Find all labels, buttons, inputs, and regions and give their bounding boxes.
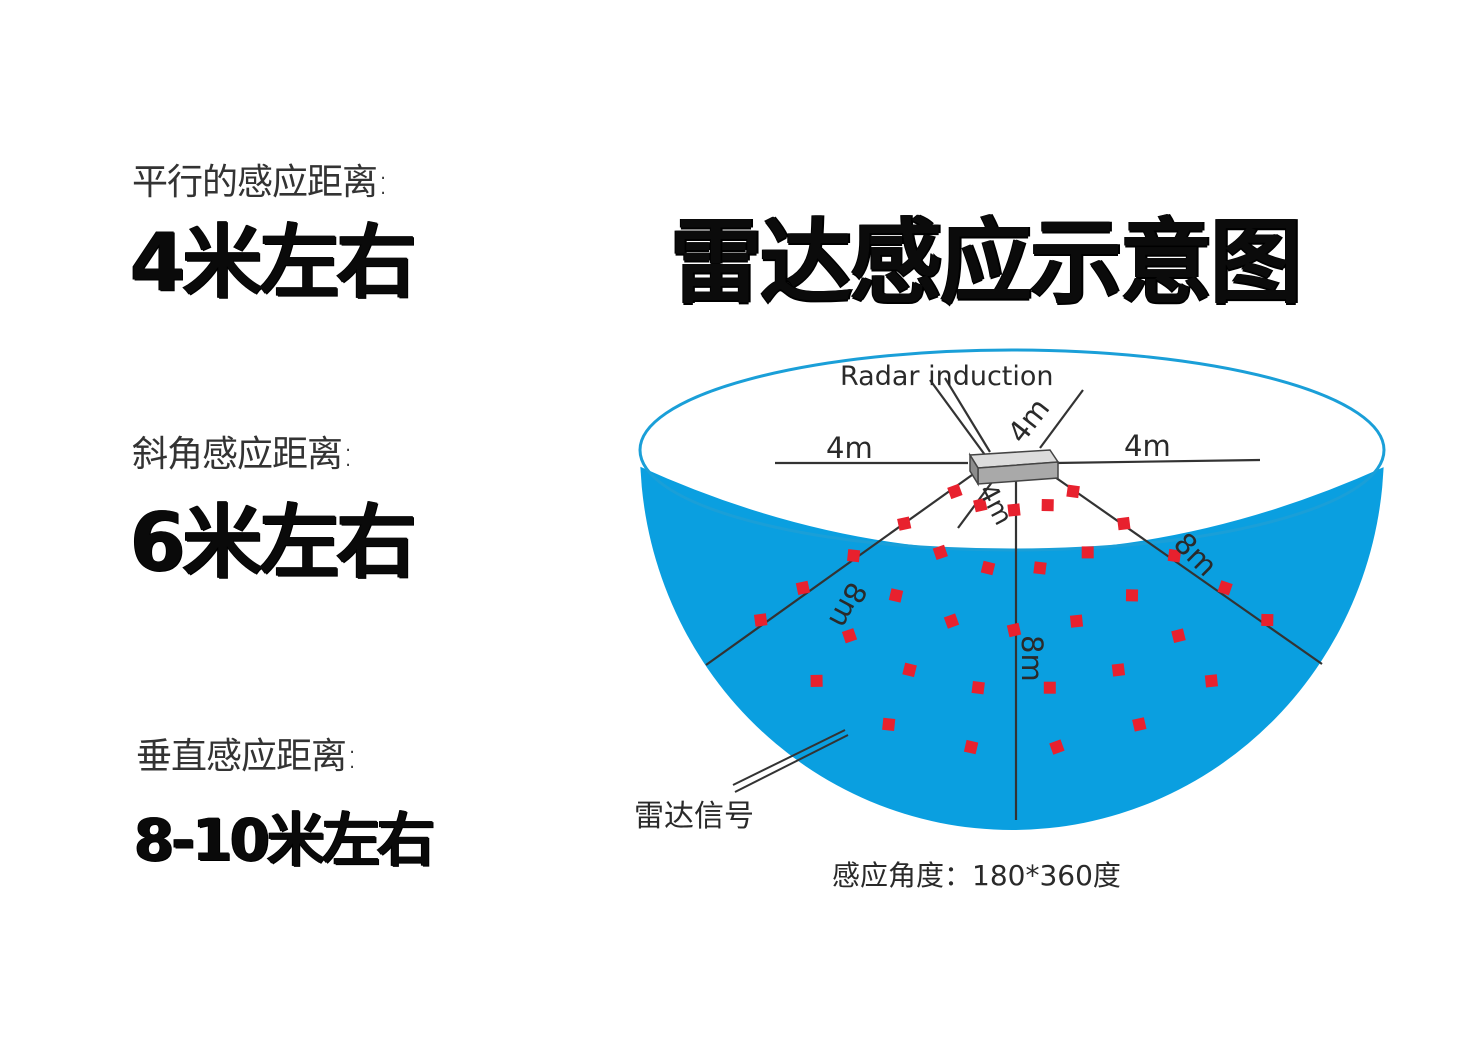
line-back — [1039, 389, 1084, 449]
signal-dot — [1033, 561, 1047, 575]
signal-dot — [1111, 663, 1126, 677]
signal-dot — [980, 560, 996, 576]
signal-dot — [1069, 614, 1084, 628]
signal-dot — [795, 580, 811, 596]
signal-dot — [1204, 674, 1218, 688]
radar-signal-dots — [753, 483, 1274, 755]
distance-lines — [705, 377, 1323, 820]
spec-parallel-value: 4米左右 — [130, 216, 417, 309]
sensor-label: Radar induction — [840, 361, 1054, 392]
signal-dot — [1043, 681, 1056, 694]
line-down-right — [1051, 474, 1323, 665]
bowl-rim — [638, 348, 1386, 552]
signal-dot — [810, 674, 823, 688]
signal-dot — [947, 483, 963, 500]
signal-label: 雷达信号 — [634, 799, 754, 834]
signal-dot — [1167, 548, 1182, 563]
signal-dot — [963, 739, 979, 755]
signal-dot — [902, 662, 917, 678]
signal-pointer — [732, 729, 849, 793]
page-title: 雷达感应示意图 — [670, 209, 1302, 316]
signal-dot — [1049, 739, 1065, 755]
signal-dot — [1007, 503, 1021, 517]
line-sensor-pointer-2 — [944, 377, 991, 453]
signal-dot — [888, 588, 904, 603]
signal-dot — [1132, 717, 1147, 732]
signal-dot — [841, 628, 858, 644]
spec-vertical-label: 垂直感应距离: — [136, 736, 358, 777]
signal-dot — [932, 544, 948, 561]
signal-dot — [1006, 622, 1022, 638]
spec-vertical-value: 8-10米左右 — [134, 806, 435, 874]
radar-sensor — [968, 449, 1060, 487]
signal-dot — [973, 497, 988, 513]
distance-label-right: 4m — [1124, 429, 1171, 463]
spec-parallel-label: 平行的感应距离: — [132, 162, 389, 203]
line-down-left — [705, 474, 973, 666]
signal-dot — [1081, 546, 1094, 559]
distance-label-down-center: 8m — [1015, 635, 1049, 682]
signal-dot — [971, 681, 985, 695]
spec-diagonal-value: 6米左右 — [130, 496, 417, 589]
signal-dot — [1261, 613, 1274, 627]
signal-dot — [753, 613, 768, 627]
distance-label-left: 4m — [826, 431, 873, 465]
signal-dot — [897, 516, 912, 531]
line-horizontal-right — [1054, 458, 1261, 465]
angle-caption: 感应角度：180*360度 — [832, 859, 1121, 892]
signal-dot — [1041, 498, 1054, 512]
distance-label-back: 4m — [1001, 392, 1057, 450]
spec-diagonal-label: 斜角感应距离: — [132, 434, 354, 475]
signal-dot — [1125, 589, 1139, 602]
signal-dot — [943, 613, 960, 629]
signal-dot — [882, 717, 896, 731]
signal-dot — [1217, 580, 1233, 596]
signal-dot — [1066, 484, 1080, 499]
line-sensor-pointer — [929, 379, 986, 456]
signal-dot — [847, 549, 861, 563]
signal-dot — [1171, 628, 1186, 643]
signal-dot — [1117, 516, 1131, 531]
